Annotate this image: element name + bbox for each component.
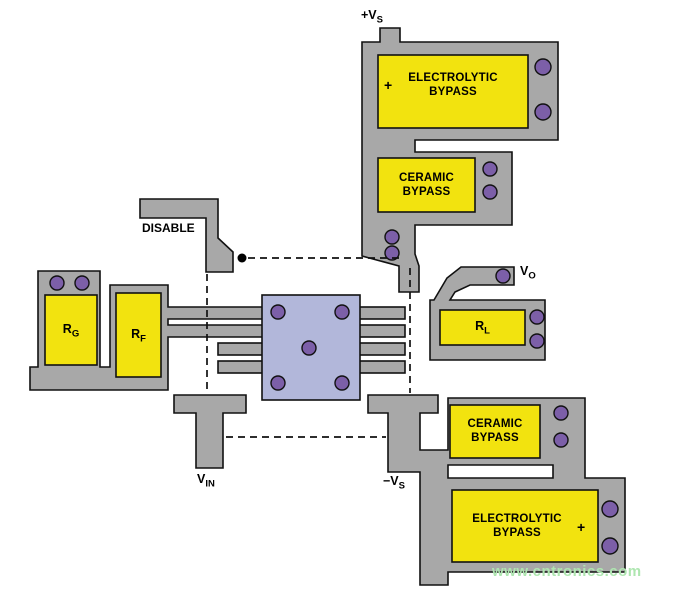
ceramic-top-line1: CERAMIC [398,172,455,184]
ceramic-bottom-line1: CERAMIC [467,418,523,430]
vs-minus-sub: S [398,480,405,492]
via [529,309,545,325]
copper-disable-trace [139,198,234,273]
rl-label: RL [440,319,525,337]
electrolytic-bottom-polarity: + [577,519,586,535]
rf-sub: F [140,333,146,345]
copper-pin-stub-right-1 [357,306,406,320]
via [553,405,569,421]
electrolytic-top-polarity: + [384,77,393,93]
vs-minus-text: −V [383,474,399,488]
ic-pad-dot [334,304,350,320]
via [534,58,552,76]
component-electrolytic-bypass-top [377,54,529,129]
via [482,161,498,177]
rg-sub: G [71,328,80,340]
rg-text: R [62,322,72,336]
component-ceramic-bypass-top [377,157,476,213]
via [49,275,65,291]
copper-pin-stub-right-2 [357,324,406,338]
component-electrolytic-bypass-bottom [451,489,599,563]
rf-text: R [131,327,141,341]
ic-pad-dot [334,375,350,391]
ic-pad-dot [301,340,317,356]
vo-label: VO [520,264,536,282]
rl-text: R [475,319,485,333]
rl-sub: L [484,325,490,337]
via [384,229,400,245]
electrolytic-bottom-line1: ELECTROLYTIC [472,513,562,525]
ceramic-top-label: CERAMIC BYPASS [378,172,475,199]
ceramic-bottom-line2: BYPASS [471,431,519,444]
electrolytic-top-line1: ELECTROLYTIC [408,72,498,84]
vin-sub: IN [205,478,215,490]
component-rg-resistor [44,294,98,366]
electrolytic-bottom-label: ELECTROLYTIC BYPASS [452,513,582,540]
component-rl-resistor [439,309,526,346]
electrolytic-bottom-line2: BYPASS [493,526,541,539]
disable-text: DISABLE [142,221,195,235]
via [529,333,545,349]
disable-label: DISABLE [142,221,195,235]
via [601,537,619,555]
ic-pad-dot [270,375,286,391]
watermark: www.cntronics.com [492,563,642,580]
copper-pin-stub-right-4 [357,360,406,374]
electrolytic-top-label: ELECTROLYTIC BYPASS [378,72,528,99]
vo-text: V [520,264,529,278]
component-rf-resistor [115,292,162,378]
via [495,268,511,284]
via [384,245,400,261]
disable-node-dot [237,253,247,263]
copper-pin-stub-right-3 [357,342,406,356]
via [482,184,498,200]
via [74,275,90,291]
vo-sub: O [528,270,536,282]
vs-plus-sub: S [376,14,383,26]
electrolytic-top-line2: BYPASS [429,85,477,98]
via [553,432,569,448]
rg-label: RG [45,322,97,340]
copper-pin-stub-left-4 [217,360,265,374]
vs-plus-label: +VS [361,8,383,26]
copper-vin-trace [173,394,247,469]
vin-label: VIN [197,472,215,490]
vs-plus-text: +V [361,8,377,22]
component-ceramic-bypass-bottom [449,404,541,459]
rf-label: RF [116,327,161,345]
copper-pin-stub-left-3 [217,342,265,356]
vs-minus-label: −VS [383,474,405,492]
vin-text: V [197,472,206,486]
via [534,103,552,121]
ic-pad-dot [270,304,286,320]
via [601,500,619,518]
ceramic-top-line2: BYPASS [402,185,451,198]
ceramic-bottom-label: CERAMIC BYPASS [450,418,540,445]
